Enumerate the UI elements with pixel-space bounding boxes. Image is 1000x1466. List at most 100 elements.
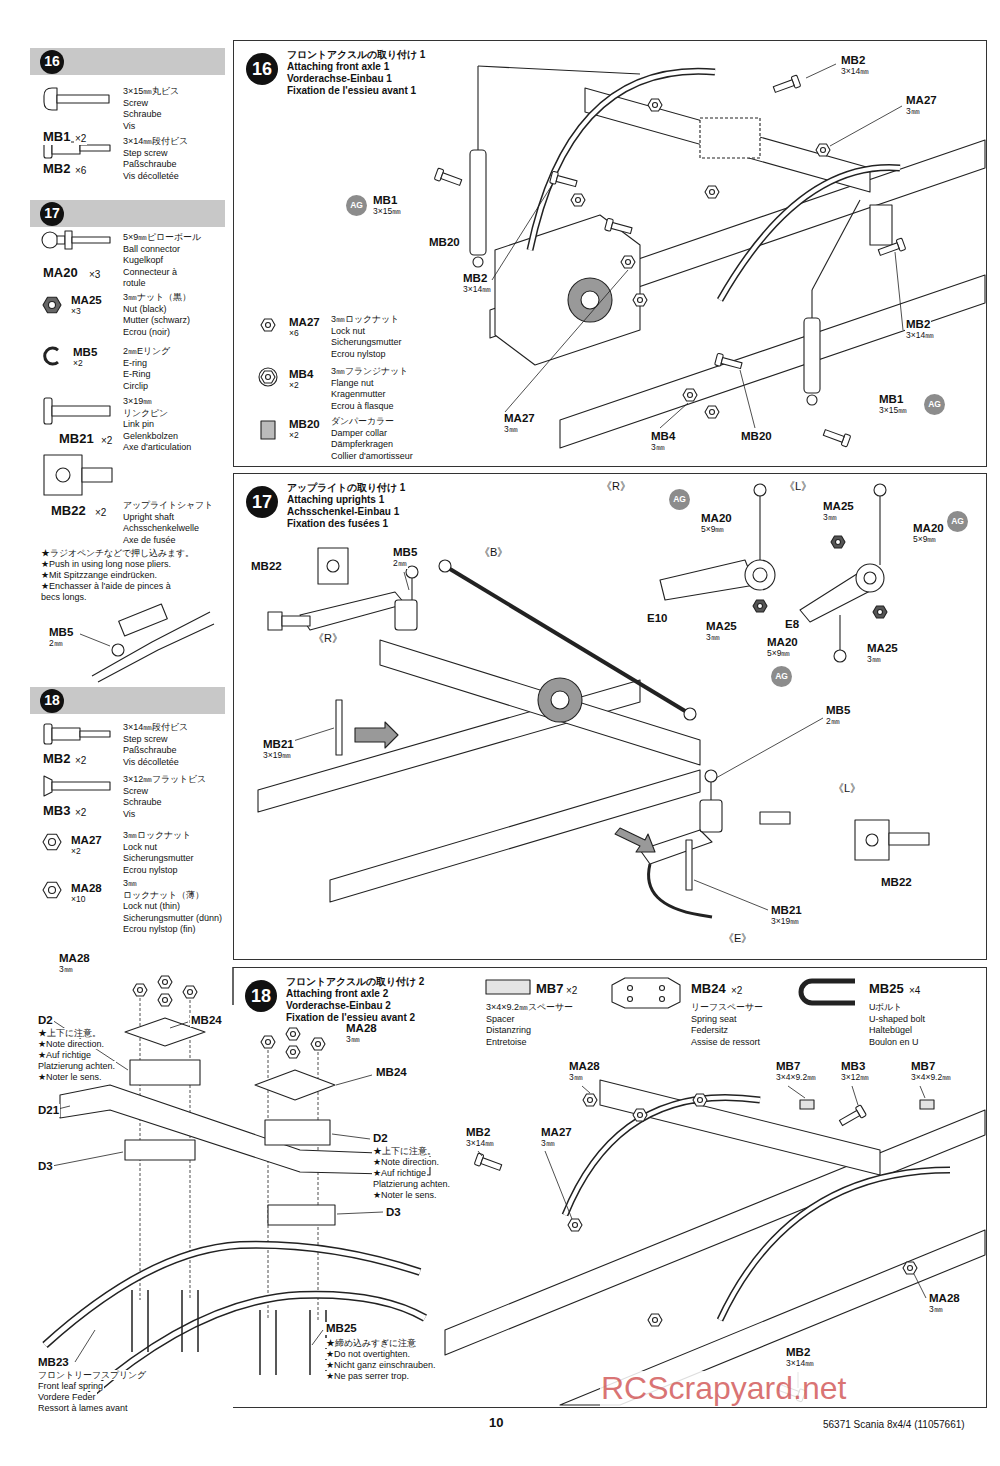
quantity: ×2 bbox=[100, 435, 113, 447]
callout-label: MA28 bbox=[58, 952, 91, 965]
part-description: 3×4×9.2㎜スペーサー bbox=[485, 1002, 574, 1012]
part-description: 3㎜ナット（黒） bbox=[122, 292, 192, 302]
position-marker: 《L》 bbox=[783, 480, 813, 493]
assembly-note: ★Mit Spitzzange eindrücken. bbox=[40, 570, 158, 580]
callout-label: MB4 bbox=[288, 368, 314, 381]
step-header-band: 17 bbox=[30, 200, 225, 227]
badge-text: AG bbox=[951, 517, 964, 527]
part-description: Paßschraube bbox=[122, 745, 178, 755]
assembly-note: Vordere Feder bbox=[37, 1392, 97, 1402]
part-description: 3×19㎜ bbox=[122, 396, 153, 406]
callout-size: 2㎜ bbox=[825, 717, 841, 727]
part-description: rotule bbox=[122, 278, 147, 288]
step-title: Vorderachse-Einbau 2 bbox=[285, 1000, 392, 1012]
part-description: Kragenmutter bbox=[330, 389, 387, 399]
callout-size: 3㎜ bbox=[705, 633, 721, 643]
step-number: 16 bbox=[40, 50, 64, 74]
callout-label: MB23 bbox=[37, 1356, 70, 1369]
step-title: Achsschenkel-Einbau 1 bbox=[286, 506, 400, 518]
callout-label: MA25 bbox=[705, 620, 738, 633]
step-title: Attaching front axle 1 bbox=[286, 61, 390, 73]
part-description: Ecrou nylstop (fin) bbox=[122, 924, 197, 934]
part-code: MB24 bbox=[690, 982, 727, 997]
part-description: Connecteur à bbox=[122, 267, 178, 277]
watermark: RCScrapyard.net bbox=[600, 1371, 847, 1406]
grease-badge: AG bbox=[669, 489, 690, 510]
callout-label: MA25 bbox=[866, 642, 899, 655]
callout-label: MA20 bbox=[912, 522, 945, 535]
callout-size: 2㎜ bbox=[392, 559, 408, 569]
assembly-note: フロントリーフスプリング bbox=[37, 1370, 147, 1380]
part-description: 2㎜Eリング bbox=[122, 346, 171, 356]
part-description: Sicherungsmutter (dünn) bbox=[122, 913, 223, 923]
part-description: Screw bbox=[122, 786, 149, 796]
part-description: 3㎜ bbox=[122, 878, 138, 888]
callout-size: 3×14㎜ bbox=[462, 285, 492, 295]
quantity: ×2 bbox=[565, 985, 578, 997]
callout-label: MA27 bbox=[905, 94, 938, 107]
part-description: 3㎜フランジナット bbox=[330, 366, 409, 376]
callout-size: 3㎜ bbox=[58, 965, 74, 975]
callout-size: ×3 bbox=[70, 307, 82, 317]
page-number: 10 bbox=[488, 1416, 504, 1431]
part-description: Lock nut (thin) bbox=[122, 901, 181, 911]
callout-size: 3×19㎜ bbox=[770, 917, 800, 927]
part-description: ダンパーカラー bbox=[330, 416, 395, 426]
part-description: Haltebügel bbox=[868, 1025, 913, 1035]
quantity: ×2 bbox=[74, 755, 87, 767]
callout-label: MB21 bbox=[262, 738, 295, 751]
callout-size: 3㎜ bbox=[503, 425, 519, 435]
step-number: 16 bbox=[246, 53, 278, 85]
part-code: MB25 bbox=[868, 982, 905, 997]
assembly-note: ★Push in using long nose pliers. bbox=[40, 559, 172, 569]
part-description: Schraube bbox=[122, 109, 163, 119]
part-description: Paßschraube bbox=[122, 159, 178, 169]
callout-label: D2 bbox=[372, 1132, 389, 1145]
part-description: Step screw bbox=[122, 734, 169, 744]
callout-label: MB4 bbox=[650, 430, 676, 443]
assembly-note: Front leaf spring bbox=[37, 1381, 104, 1391]
callout-size: 3㎜ bbox=[568, 1073, 584, 1083]
quantity: ×2 bbox=[730, 985, 743, 997]
step-title: アップライトの取り付け 1 bbox=[286, 482, 406, 494]
step-panel: 17アップライトの取り付け 1Attaching uprights 1Achss… bbox=[233, 473, 987, 960]
part-description: Ecrou (noir) bbox=[122, 327, 171, 337]
quantity: ×4 bbox=[908, 985, 921, 997]
part-description: Gelenkbolzen bbox=[122, 431, 179, 441]
part-description: Entretoise bbox=[485, 1037, 528, 1047]
callout-size: 3㎜ bbox=[650, 443, 666, 453]
part-description: Mutter (schwarz) bbox=[122, 315, 191, 325]
callout-size: 5×9㎜ bbox=[766, 649, 791, 659]
callout-label: MA27 bbox=[503, 412, 536, 425]
step-title: フロントアクスルの取り付け 1 bbox=[286, 49, 426, 61]
callout-size: ×2 bbox=[72, 359, 84, 369]
callout-label: MB21 bbox=[770, 904, 803, 917]
part-description: Uボルト bbox=[868, 1002, 904, 1012]
assembly-note: Ressort à lames avant bbox=[37, 1403, 129, 1413]
badge-text: AG bbox=[775, 672, 788, 682]
part-description: Kugelkopf bbox=[122, 255, 164, 265]
part-description: Ecrou nylstop bbox=[330, 349, 387, 359]
callout-label: D2 bbox=[37, 1014, 54, 1027]
part-description: ロックナット（薄） bbox=[122, 890, 205, 900]
part-description: Vis bbox=[122, 121, 136, 131]
callout-label: MB22 bbox=[250, 560, 283, 573]
callout-label: MA28 bbox=[70, 882, 103, 895]
callout-label: MA27 bbox=[70, 834, 103, 847]
assembly-note: ★上下に注意。 bbox=[372, 1146, 437, 1156]
part-description: E-ring bbox=[122, 358, 148, 368]
part-description: Spacer bbox=[485, 1014, 516, 1024]
part-description: Nut (black) bbox=[122, 304, 168, 314]
badge-text: AG bbox=[673, 495, 686, 505]
callout-label: MB2 bbox=[840, 54, 866, 67]
callout-label: MA20 bbox=[766, 636, 799, 649]
assembly-note: ★Auf richtige bbox=[372, 1168, 427, 1178]
position-marker: 《R》 bbox=[600, 480, 632, 493]
part-description: Dämpferkragen bbox=[330, 439, 394, 449]
assembly-note: ★Enchasser à l'aide de pinces à bbox=[40, 581, 172, 591]
callout-label: MB1 bbox=[878, 393, 904, 406]
callout-size: 5×9㎜ bbox=[700, 525, 725, 535]
callout-label: D3 bbox=[37, 1160, 54, 1173]
part-description: Federsitz bbox=[690, 1025, 729, 1035]
